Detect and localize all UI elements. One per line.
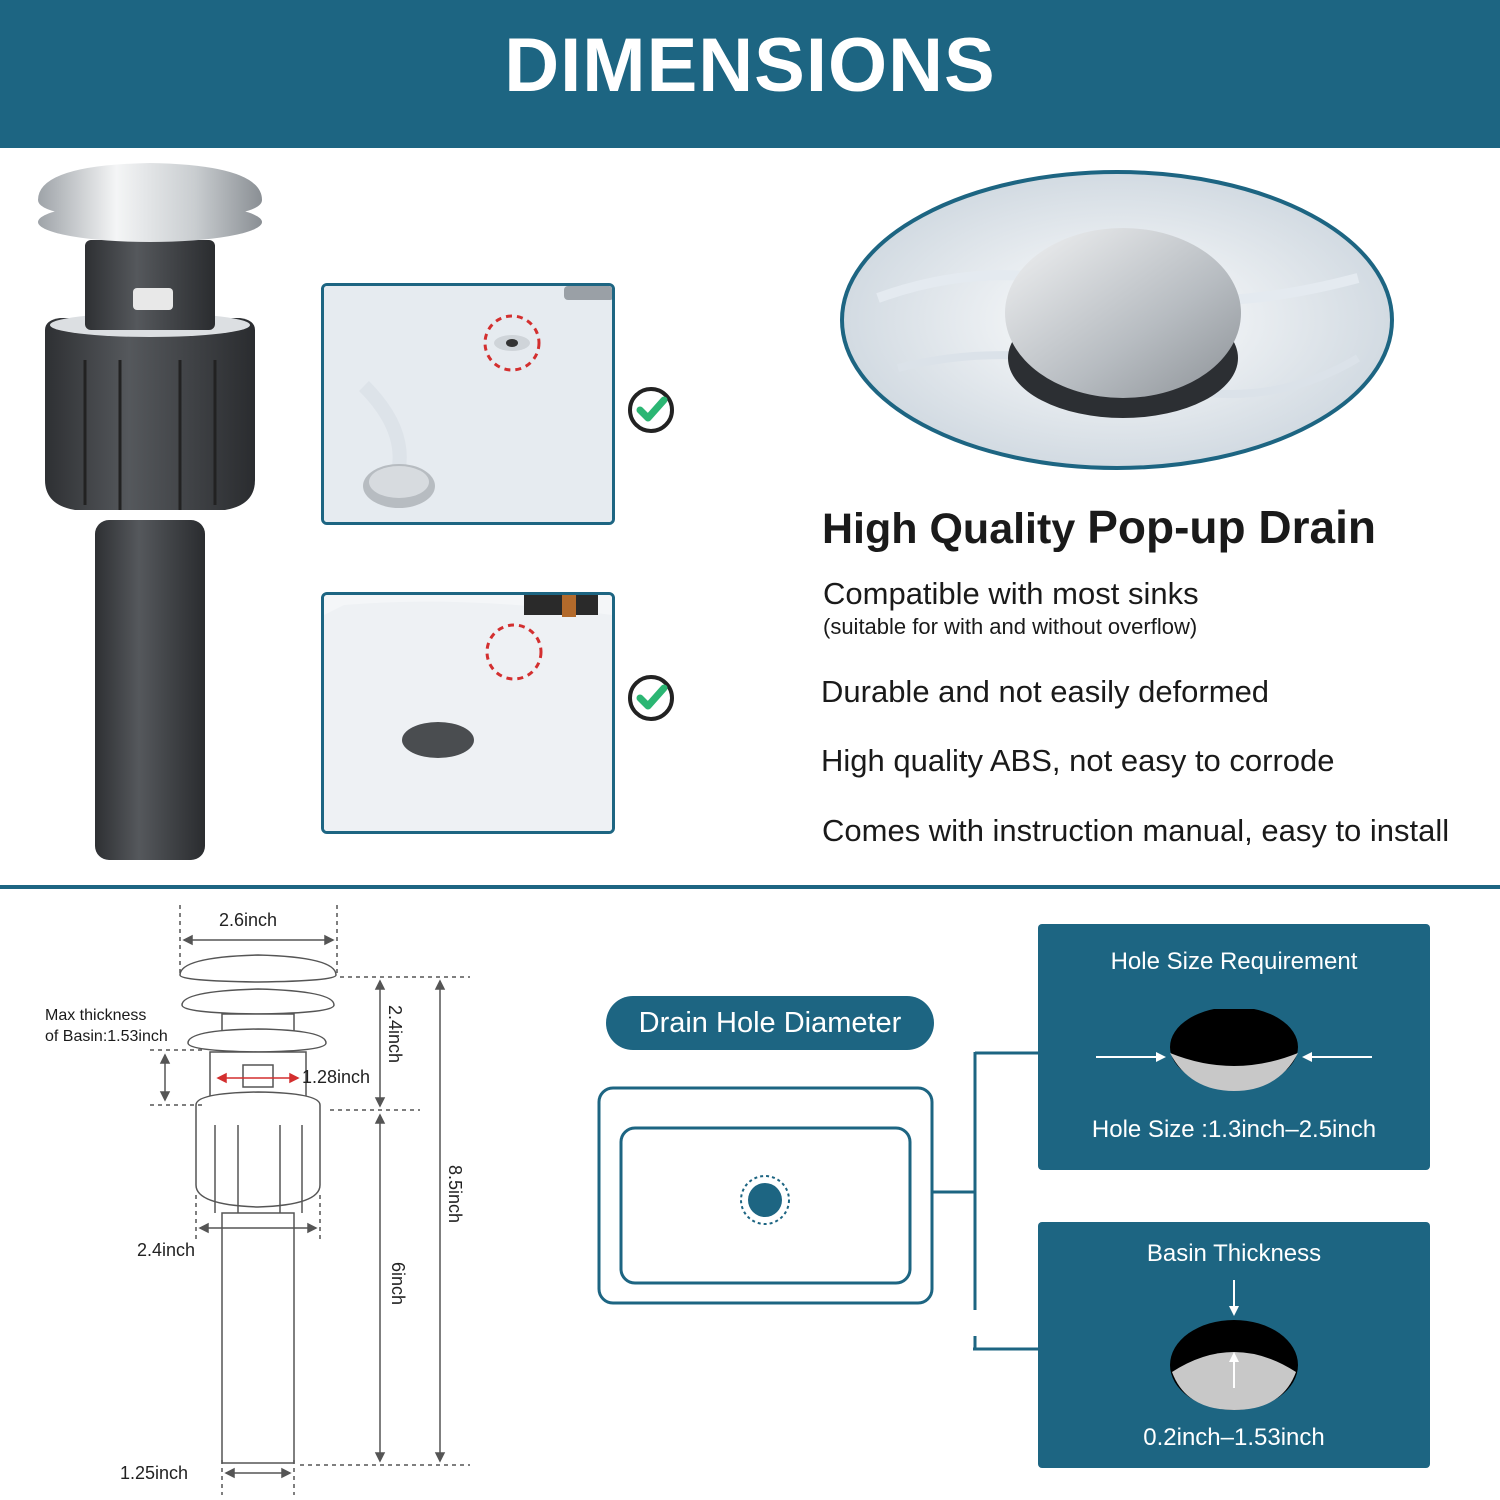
drain-product-image (38, 163, 262, 860)
total-height-label: 8.5inch (445, 1165, 465, 1224)
basin-thickness-icon (1170, 1280, 1298, 1410)
stopper-width-label: 1.28inch (302, 1067, 371, 1087)
feature-abs: High quality ABS, not easy to corrode (821, 743, 1335, 778)
overflow-highlight-ring (483, 314, 541, 372)
feature-manual: Comes with instruction manual, easy to i… (822, 813, 1450, 848)
pipe-height-label: 6inch (388, 1262, 408, 1306)
pipe-width-label: 1.25inch (120, 1463, 189, 1483)
cap-height-label: 2.4inch (385, 1005, 405, 1064)
drain-hole-icon (748, 1183, 782, 1217)
heading-part-product: Pop-up Drain (1087, 501, 1376, 553)
hole-size-value: Hole Size :1.3inch–2.5inch (1091, 1116, 1377, 1143)
hole-size-requirement-box: Hole Size Requirement Hole Size :1.3inch… (1038, 924, 1430, 1170)
drain-hole-diameter-pill: Drain Hole Diameter (606, 996, 934, 1050)
page-title: DIMENSIONS (504, 23, 996, 108)
hole-size-icon (1096, 1009, 1372, 1091)
feature-durable: Durable and not easily deformed (821, 674, 1270, 709)
check-icon (628, 387, 674, 433)
max-thickness-line1: Max thickness (45, 1007, 147, 1024)
drain-in-water-photo (840, 170, 1394, 470)
feature-compatible-note: (suitable for with and without overflow) (823, 614, 1198, 639)
check-icon (628, 675, 674, 721)
basin-thickness-title: Basin Thickness (1146, 1240, 1322, 1267)
no-overflow-highlight-ring (485, 623, 543, 681)
header-banner (0, 0, 1500, 148)
body-width-label: 2.4inch (137, 1240, 196, 1260)
max-thickness-line2: of Basin:1.53inch (45, 1028, 168, 1045)
heading-part-quality: High Quality (822, 505, 1076, 553)
connector-line (973, 1336, 1043, 1351)
basin-thickness-value: 0.2inch–1.53inch (1143, 1424, 1325, 1451)
section-divider (0, 885, 1500, 889)
max-thickness-label: Max thickness of Basin:1.53inch (45, 1005, 168, 1047)
basin-diagram (597, 1051, 1040, 1310)
sink-with-overflow-photo (321, 283, 615, 525)
top-width-label: 2.6inch (219, 910, 278, 930)
features-heading: High Quality Pop-up Drain (822, 500, 1376, 554)
feature-compatible: Compatible with most sinks (823, 576, 1199, 611)
hole-size-title: Hole Size Requirement (1110, 948, 1358, 975)
sink-without-overflow-photo (321, 592, 615, 834)
dimension-drawing (150, 905, 470, 1495)
basin-thickness-box: Basin Thickness 0.2inch–1.53inch (1038, 1222, 1430, 1468)
